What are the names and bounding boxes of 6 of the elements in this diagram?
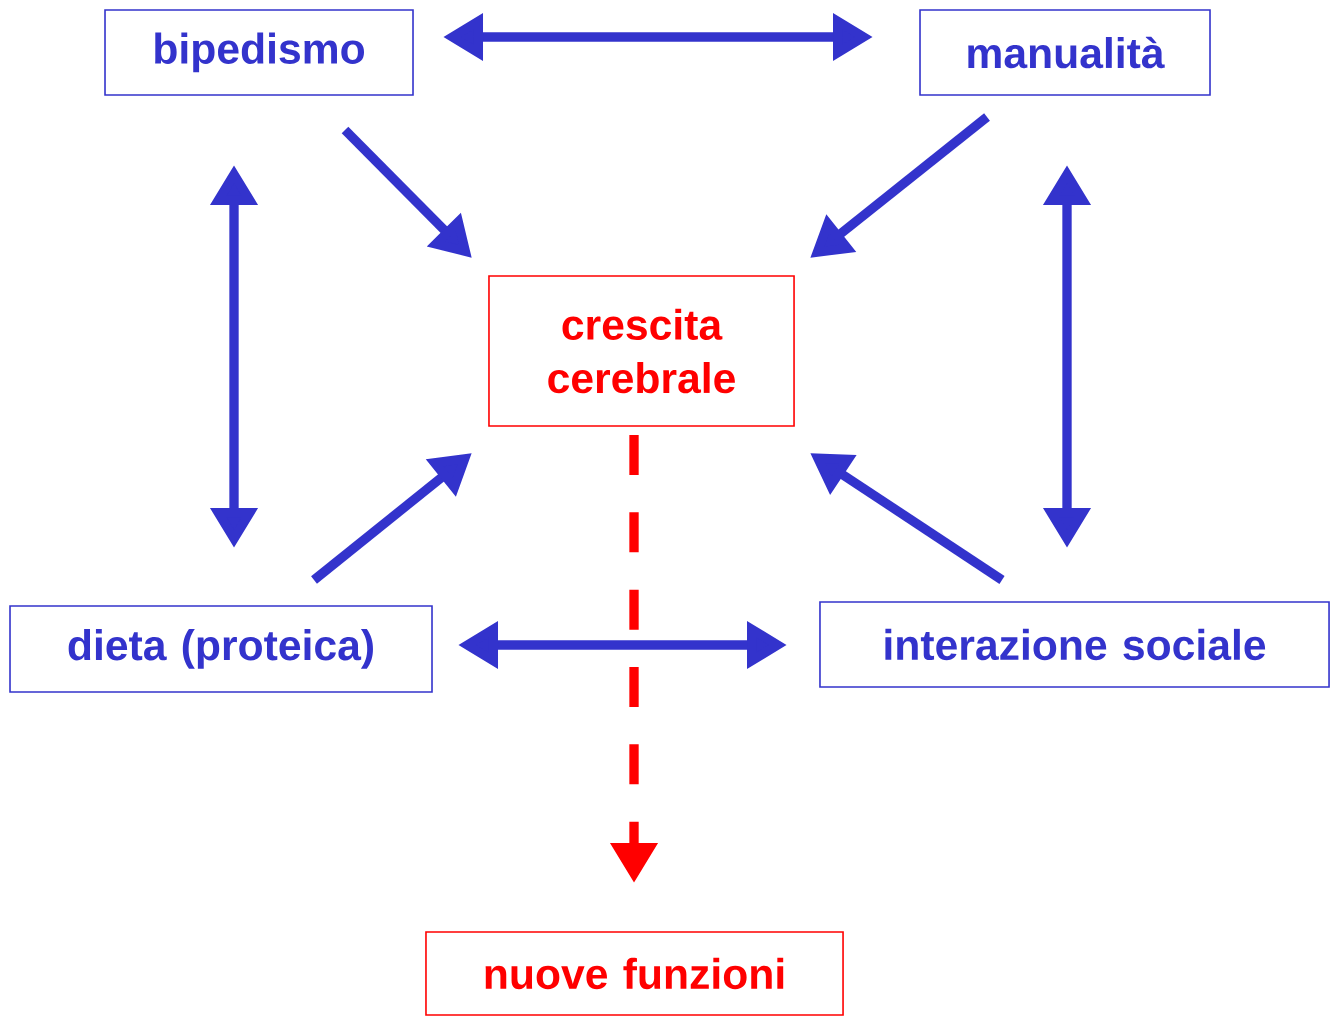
concept-box: crescita cerebrale <box>488 275 795 427</box>
concept-box: nuove funzioni <box>425 931 844 1016</box>
concept-box: dieta (proteica) <box>9 605 433 693</box>
concept-box: interazione sociale <box>819 601 1330 688</box>
concept-box: bipedismo <box>104 9 414 96</box>
concept-box: manualità <box>919 9 1211 96</box>
